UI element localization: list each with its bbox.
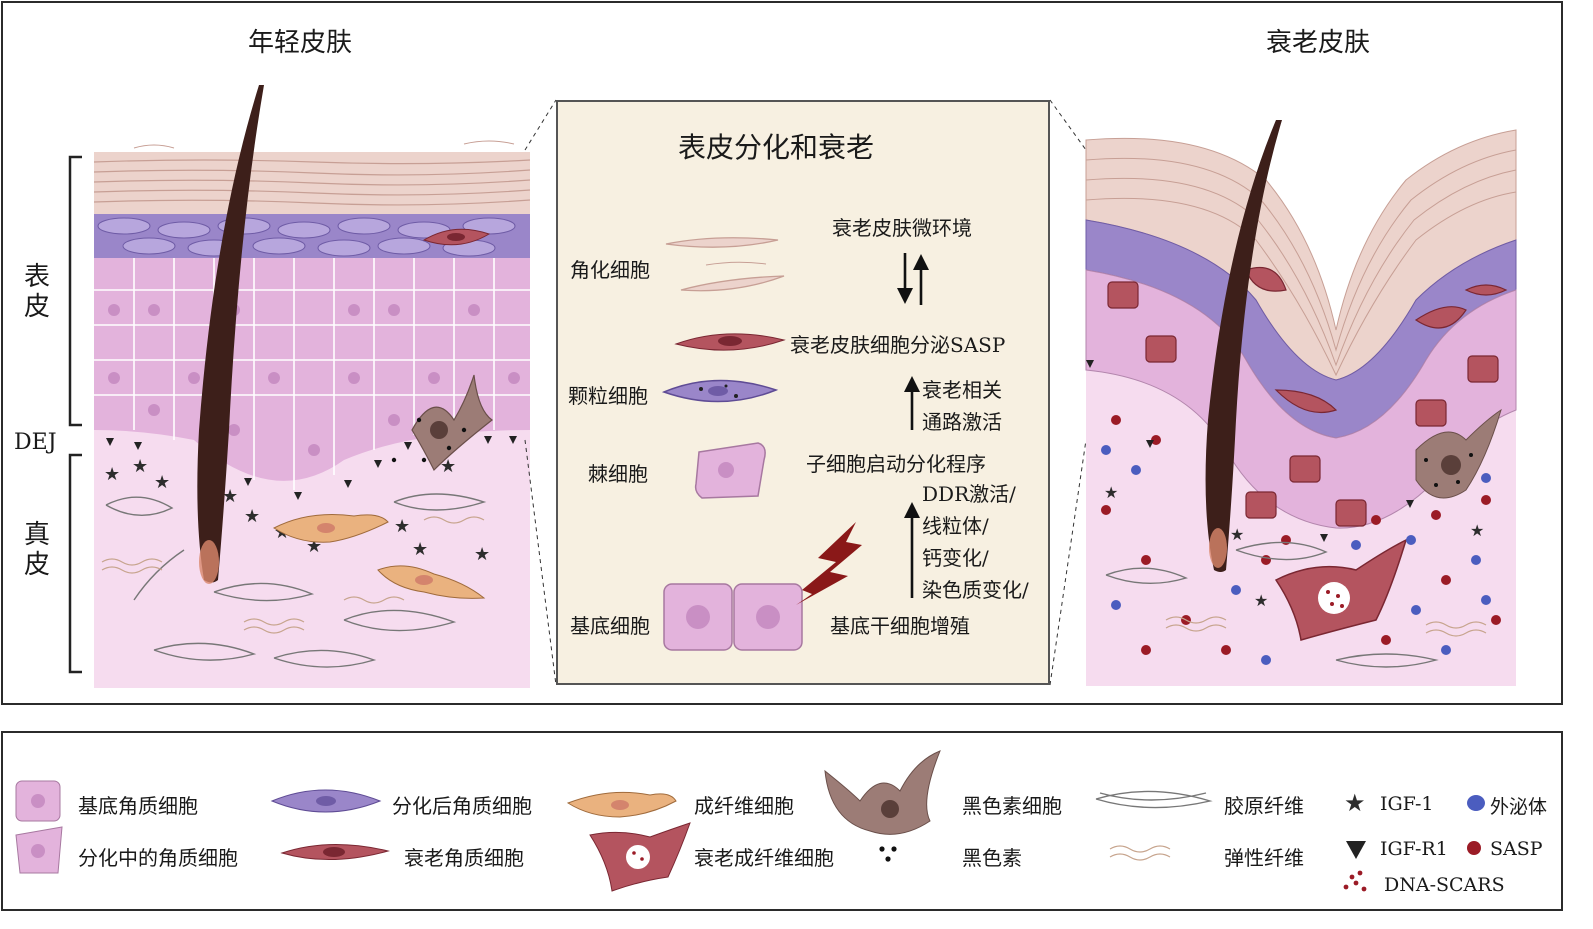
legend-sasp: SASP bbox=[1490, 838, 1543, 860]
diagram-frame bbox=[1, 1, 1563, 705]
melanocyte-legend-icon bbox=[824, 750, 941, 835]
senescent-keratinocyte-legend-icon bbox=[280, 843, 390, 861]
cell-label-basal: 基底细胞 bbox=[570, 614, 650, 638]
basal-keratinocyte-icon bbox=[15, 780, 61, 822]
center-cell-icons bbox=[661, 237, 929, 651]
dna-scars-icon bbox=[1343, 870, 1367, 892]
layer-bracket bbox=[68, 155, 82, 674]
elastic-fibre-icon bbox=[1109, 845, 1171, 861]
legend-senescent-keratinocyte: 衰老角质细胞 bbox=[404, 846, 524, 870]
legend-differentiated-keratinocyte: 分化后角质细胞 bbox=[392, 794, 532, 818]
keratinized-cell-icon bbox=[665, 237, 785, 292]
epidermis-label: 表皮 bbox=[24, 262, 51, 322]
cell-label-keratinized: 角化细胞 bbox=[570, 258, 650, 282]
center-panel bbox=[556, 100, 1050, 685]
svg-text:★: ★ bbox=[244, 506, 260, 527]
step-sasp: 衰老皮肤细胞分泌SASP bbox=[790, 333, 1006, 357]
legend-melanin: 黑色素 bbox=[962, 846, 1022, 870]
collagen-fibre-icon bbox=[1095, 790, 1213, 809]
step-microenvironment: 衰老皮肤微环境 bbox=[832, 216, 972, 240]
step-differentiation-program: 子细胞启动分化程序 bbox=[806, 452, 986, 476]
legend-igf1: IGF-1 bbox=[1380, 793, 1434, 815]
exosome-dot-icon bbox=[1467, 795, 1485, 811]
dej-label: DEJ bbox=[14, 430, 57, 455]
step-ddr-1: DDR激活/ bbox=[922, 482, 1016, 506]
aged-skin-panel: ★ ★ ★ ★ bbox=[1085, 120, 1517, 686]
svg-text:★: ★ bbox=[394, 516, 410, 537]
zoom-lines bbox=[524, 99, 1087, 686]
step-pathway-1: 衰老相关 bbox=[922, 378, 1002, 402]
legend-igfr1: IGF-R1 bbox=[1380, 838, 1448, 860]
senescent-keratinocyte-icon bbox=[674, 333, 786, 351]
dermis-label: 真皮 bbox=[24, 520, 51, 580]
basal-cell-icon bbox=[663, 583, 803, 651]
young-skin-panel: ★★★ ★★★ ★★★ ★★ bbox=[93, 85, 531, 688]
step-pathway-2: 通路激活 bbox=[922, 410, 1002, 434]
sasp-dot-icon bbox=[1467, 841, 1481, 855]
spinous-cell-icon bbox=[694, 442, 766, 499]
legend-elastic: 弹性纤维 bbox=[1224, 846, 1304, 870]
svg-text:★: ★ bbox=[1470, 521, 1484, 540]
aged-skin-title: 衰老皮肤 bbox=[1266, 28, 1371, 58]
step-ddr-3: 钙变化/ bbox=[922, 546, 989, 570]
legend-melanocyte: 黑色素细胞 bbox=[962, 794, 1062, 818]
svg-text:★: ★ bbox=[222, 486, 238, 507]
svg-text:★: ★ bbox=[132, 456, 148, 477]
svg-text:★: ★ bbox=[104, 464, 120, 485]
svg-text:★: ★ bbox=[1104, 483, 1118, 502]
igf1-star-icon: ★ bbox=[1344, 789, 1366, 817]
legend-differentiating-keratinocyte: 分化中的角质细胞 bbox=[78, 846, 238, 870]
differentiating-keratinocyte-icon bbox=[15, 826, 63, 874]
legend-frame bbox=[1, 731, 1563, 911]
igfr1-triangle-icon bbox=[1346, 841, 1366, 859]
svg-text:★: ★ bbox=[440, 456, 456, 477]
svg-text:★: ★ bbox=[154, 472, 170, 493]
legend-exosome: 外泌体 bbox=[1490, 796, 1548, 818]
melanin-icon bbox=[879, 846, 897, 862]
senescent-fibroblast-icon bbox=[589, 822, 691, 892]
legend-dna-scars: DNA-SCARS bbox=[1384, 874, 1505, 896]
svg-text:★: ★ bbox=[1254, 591, 1268, 610]
legend-basal-keratinocyte: 基底角质细胞 bbox=[78, 794, 198, 818]
step-stem-cell-proliferation: 基底干细胞增殖 bbox=[830, 614, 970, 638]
legend-collagen: 胶原纤维 bbox=[1224, 794, 1304, 818]
svg-text:★: ★ bbox=[474, 544, 490, 565]
legend-fibroblast: 成纤维细胞 bbox=[694, 794, 794, 818]
cell-label-spinous: 棘细胞 bbox=[588, 462, 648, 486]
young-skin-title: 年轻皮肤 bbox=[248, 28, 353, 58]
center-title: 表皮分化和衰老 bbox=[678, 131, 875, 164]
differentiated-keratinocyte-icon bbox=[270, 789, 382, 813]
granular-cell-icon bbox=[661, 379, 779, 403]
legend-icons: ★ bbox=[15, 750, 1485, 892]
lightning-icon bbox=[796, 522, 862, 605]
cell-label-granular: 颗粒细胞 bbox=[568, 384, 648, 408]
svg-text:★: ★ bbox=[1230, 525, 1244, 544]
fibroblast-icon bbox=[566, 791, 677, 818]
svg-text:★: ★ bbox=[412, 539, 428, 560]
step-ddr-4: 染色质变化/ bbox=[922, 578, 1029, 602]
step-ddr-2: 线粒体/ bbox=[922, 514, 989, 538]
legend-senescent-fibroblast: 衰老成纤维细胞 bbox=[694, 846, 834, 870]
